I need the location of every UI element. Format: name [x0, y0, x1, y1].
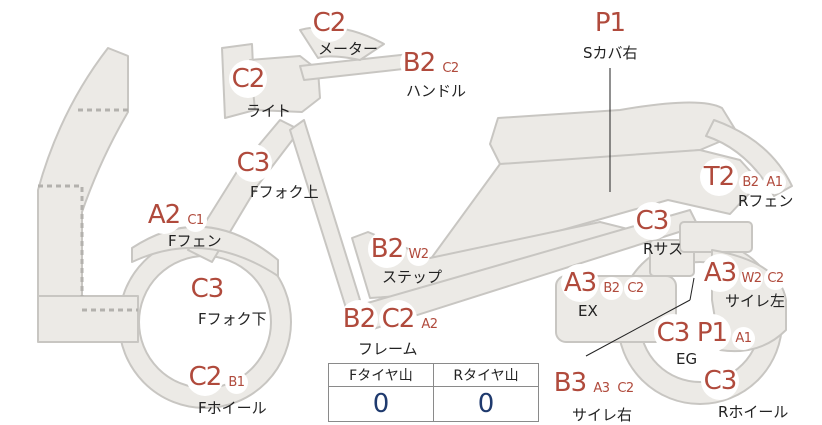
grade-step-sub-1: W2: [407, 243, 430, 266]
grade-rfender: T2: [700, 158, 738, 196]
grade-ex-sub-2: C2: [624, 277, 647, 300]
grade-meter: C2: [310, 4, 348, 42]
grade-muffler-left: A3: [701, 254, 739, 292]
callout-eg: C3 P1 A1: [654, 314, 755, 352]
label-frame: フレーム: [358, 340, 418, 358]
grade-muffler-right: B3: [551, 364, 589, 402]
label-rwheel: Rホイール: [718, 403, 789, 421]
grade-muffler-left-sub-2: C2: [764, 267, 787, 290]
callout-ffender: A2 C1: [145, 196, 207, 234]
label-ffork-upper: Fフォク上: [250, 183, 319, 201]
tread-value-row: 0 0: [328, 386, 539, 422]
grade-eg-sub-1: A1: [732, 327, 755, 350]
grade-eg: C3: [654, 314, 692, 352]
grade-fwheel-sub-1: B1: [225, 371, 248, 394]
tire-tread-table: Fタイヤ山 Rタイヤ山 0 0: [328, 363, 539, 422]
cowl-guide-2: [38, 184, 84, 296]
callout-fwheel: C2 B1: [186, 358, 248, 396]
callout-handle: B2 C2: [400, 44, 462, 82]
label-ffork-lower: Fフォク下: [198, 310, 267, 328]
front-tread-header: Fタイヤ山: [328, 363, 434, 387]
grade-ex-sub-1: B2: [600, 277, 623, 300]
front-fork-shape: [187, 119, 301, 263]
grade-rfender-sub-2: A1: [763, 171, 786, 194]
callout-scover-right: P1: [591, 4, 629, 42]
callout-step: B2 W2: [368, 230, 430, 268]
grade-frame: B2: [340, 300, 378, 338]
grade-frame-2: C2: [379, 300, 417, 338]
callout-ex: A3 B2 C2: [561, 264, 647, 302]
label-muffler-left: サイレ左: [725, 292, 786, 310]
grade-frame-sub-1: A2: [418, 313, 441, 336]
tread-header-row: Fタイヤ山 Rタイヤ山: [328, 363, 539, 387]
callout-meter: C2: [310, 4, 348, 42]
callout-ffork-upper: C3: [234, 144, 272, 182]
label-rfender: Rフェン: [738, 192, 794, 210]
grade-rsus: C3: [633, 202, 671, 240]
rear-tread-value: 0: [433, 386, 539, 422]
callout-rfender: T2 B2 A1: [700, 158, 786, 196]
grade-muffler-right-sub-2: C2: [614, 377, 637, 400]
label-meter: メーター: [318, 40, 379, 58]
front-cowl-lower: [37, 295, 139, 343]
label-handle: ハンドル: [406, 82, 467, 100]
grade-handle: B2: [400, 44, 438, 82]
rear-tread-header: Rタイヤ山: [433, 363, 539, 387]
rsus-leader: [689, 277, 695, 301]
callout-muffler-right: B3 A3 C2: [551, 364, 637, 402]
grade-ffender-sub-1: C1: [184, 209, 207, 232]
grade-scover-right: P1: [591, 4, 629, 42]
label-light: ライト: [246, 102, 292, 120]
label-scover-right: Sカバ右: [583, 44, 638, 62]
grade-step: B2: [368, 230, 406, 268]
label-step: ステップ: [382, 268, 443, 286]
grade-rwheel: C3: [701, 362, 739, 400]
callout-light: C2: [229, 60, 267, 98]
grade-ffork-lower: C3: [188, 270, 226, 308]
grade-muffler-left-sub-1: W2: [740, 267, 763, 290]
grade-handle-sub-1: C2: [439, 57, 462, 80]
callout-ffork-lower: C3: [188, 270, 226, 308]
callout-rsus: C3: [633, 202, 671, 240]
callout-muffler-left: A3 W2 C2: [701, 254, 787, 292]
grade-ex: A3: [561, 264, 599, 302]
label-eg: EG: [676, 350, 698, 368]
label-fwheel: Fホイール: [198, 399, 267, 417]
grade-muffler-right-sub-1: A3: [590, 377, 613, 400]
muffler-right-leader: [585, 299, 691, 357]
frame-tube-shape: [289, 119, 361, 309]
label-rsus: Rサス: [643, 240, 684, 258]
callout-rwheel: C3: [701, 362, 739, 400]
label-muffler-right: サイレ右: [572, 406, 633, 424]
legshield-shape: [37, 47, 129, 297]
rear-shock-top: [679, 221, 753, 253]
callout-frame: B2 C2 A2: [340, 300, 441, 338]
label-ex: EX: [578, 302, 598, 320]
label-ffender: Fフェン: [168, 232, 222, 250]
grade-ffender: A2: [145, 196, 183, 234]
grade-light: C2: [229, 60, 267, 98]
grade-eg-2: P1: [693, 314, 731, 352]
grade-rfender-sub-1: B2: [739, 171, 762, 194]
grade-ffork-upper: C3: [234, 144, 272, 182]
front-tread-value: 0: [328, 386, 434, 422]
grade-fwheel: C2: [186, 358, 224, 396]
